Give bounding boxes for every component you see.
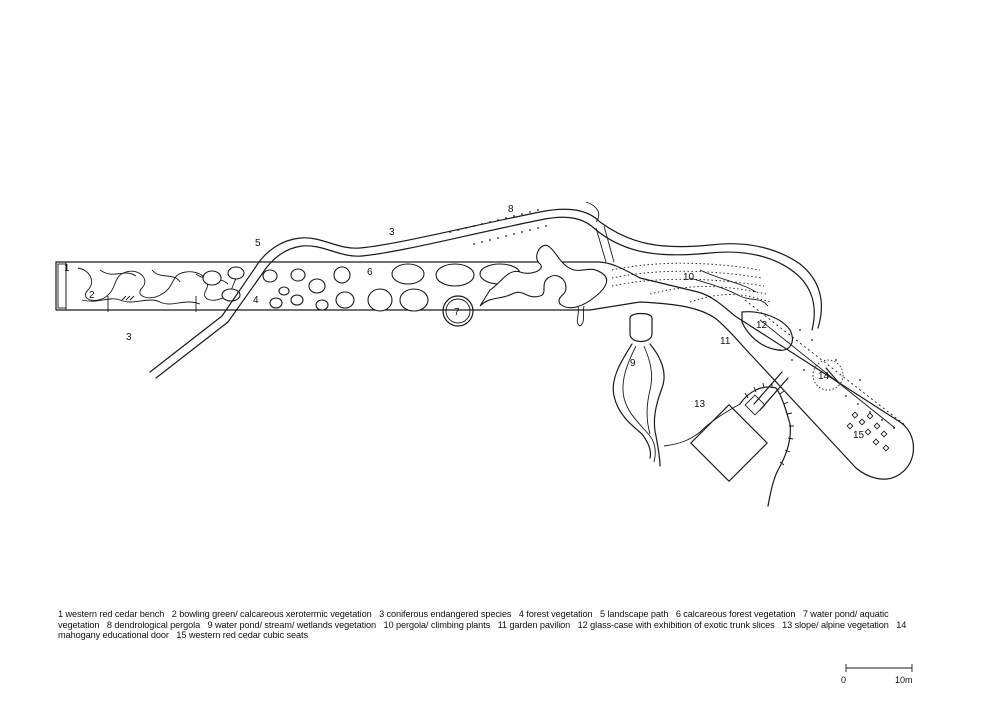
- legend-item: 8 dendrological pergola: [106, 619, 201, 630]
- label-2: 2: [89, 290, 95, 301]
- legend-item: 14 mahogany educational door: [58, 619, 907, 641]
- forest-blobs: [202, 263, 521, 312]
- label-14: 14: [818, 371, 830, 382]
- wetland-pond: [629, 312, 653, 343]
- legend-item: 7 water pond/ aquatic vegetation: [58, 609, 889, 630]
- landscape-path: [149, 208, 822, 373]
- bowling-green-meander: [77, 267, 245, 301]
- label-7: 7: [454, 307, 460, 318]
- label-4: 4: [253, 295, 259, 306]
- water-pond: [442, 295, 474, 327]
- legend-item: 10 pergola/ climbing plants: [383, 619, 491, 630]
- legend-item: 5 landscape path: [599, 609, 669, 619]
- label-10: 10: [683, 272, 695, 283]
- legend-item: 15 western red cedar cubic seats: [176, 630, 308, 641]
- legend-item: 9 water pond/ stream/ wetlands vegetatio…: [207, 619, 377, 630]
- garden-pavilion: [690, 404, 768, 482]
- label-11: 11: [720, 336, 731, 347]
- legend-item: 6 calcareous forest vegetation: [675, 609, 796, 619]
- glass-case: [741, 311, 793, 351]
- label-3-north: 3: [389, 227, 395, 238]
- calcareous-forest-shape: [479, 244, 608, 309]
- legend-item: 3 coniferous endangered species: [379, 609, 512, 619]
- legend: 1 western red cedar bench 2 bowling gree…: [58, 609, 928, 641]
- cubic-seats: [846, 411, 890, 452]
- scale-end-label: 10m: [895, 675, 913, 685]
- legend-item: 13 slope/ alpine vegetation: [782, 619, 889, 630]
- label-6: 6: [367, 267, 373, 278]
- label-9: 9: [630, 358, 636, 369]
- legend-item: 2 bowling green/ calcareous xerotermic v…: [171, 609, 372, 619]
- label-13: 13: [694, 399, 706, 410]
- legend-item: 4 forest vegetation: [518, 609, 593, 619]
- scale-start-label: 0: [841, 675, 847, 685]
- legend-item: 11 garden pavilion: [497, 619, 571, 630]
- legend-item: 1 western red cedar bench: [58, 609, 165, 619]
- label-15: 15: [853, 430, 865, 441]
- label-12: 12: [756, 320, 768, 331]
- educational-door: [812, 359, 844, 391]
- dendrological-pergola: [449, 209, 547, 245]
- garden-strip-outline: [55, 261, 914, 480]
- scale-bar: [845, 664, 913, 672]
- label-5: 5: [255, 238, 261, 249]
- label-3-west: 3: [126, 332, 132, 343]
- label-1: 1: [64, 263, 70, 274]
- label-8: 8: [508, 204, 514, 215]
- pergola-climbing-plants: [611, 262, 771, 307]
- legend-item: 12 glass-case with exhibition of exotic …: [577, 619, 775, 630]
